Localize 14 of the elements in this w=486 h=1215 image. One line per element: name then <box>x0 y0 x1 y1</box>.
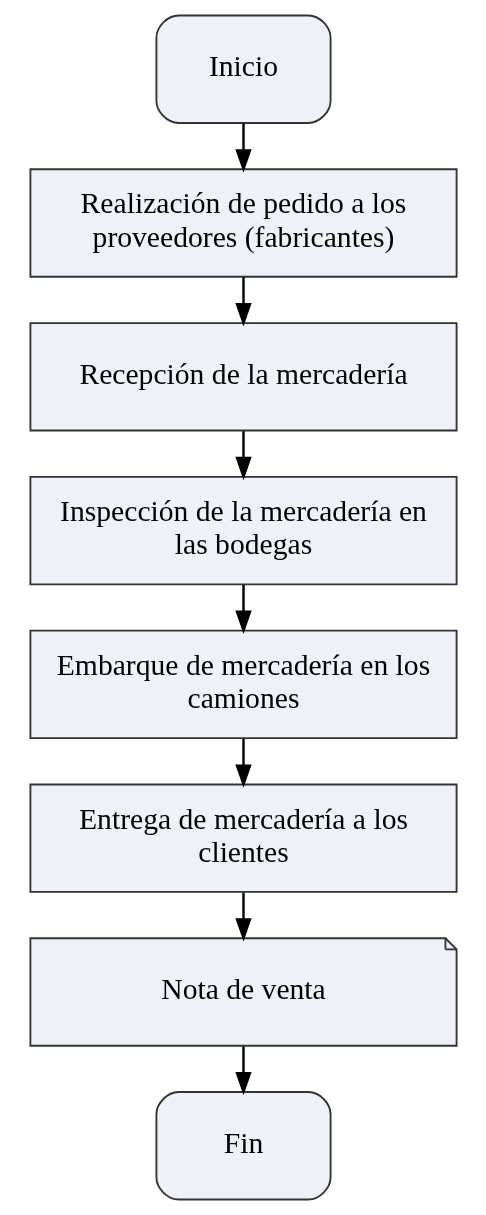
node-box: Inspección de la mercadería en las bodegas <box>29 475 457 586</box>
arrow <box>234 738 252 788</box>
node-box: Recepción de la mercadería <box>29 322 457 432</box>
node-box: Fin <box>155 1091 331 1201</box>
arrow <box>234 892 252 942</box>
arrow <box>234 1046 252 1096</box>
arrow <box>234 123 252 173</box>
node-box: Realización de pedido a los proveedores (fabricantes) <box>29 168 457 278</box>
node-box: Inicio <box>155 14 331 124</box>
node-box: Embarque de mercadería en los camiones <box>29 629 457 740</box>
arrow <box>234 431 252 481</box>
node-box: Entrega de mercadería a los clientes <box>29 783 457 893</box>
arrow <box>234 584 252 634</box>
arrow <box>234 277 252 327</box>
